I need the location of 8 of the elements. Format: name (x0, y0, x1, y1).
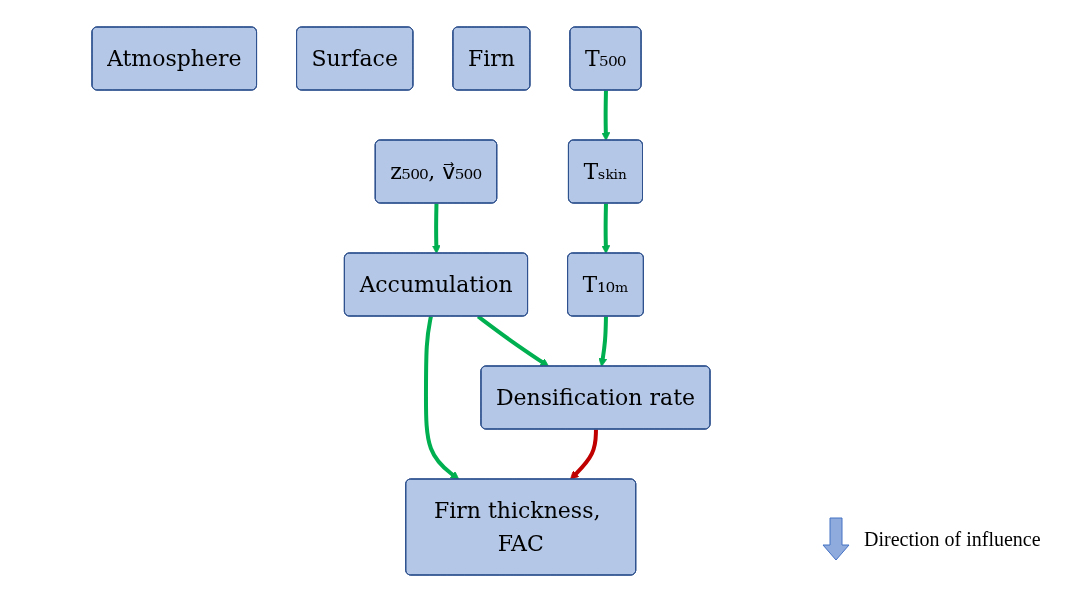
arrow (424, 315, 460, 480)
arrow (476, 314, 550, 367)
arrow (431, 202, 441, 254)
arrow (601, 202, 611, 254)
arrow (570, 428, 598, 480)
arrow (598, 315, 608, 367)
arrow (601, 89, 611, 141)
legend-text: Direction of influence (864, 527, 1041, 551)
